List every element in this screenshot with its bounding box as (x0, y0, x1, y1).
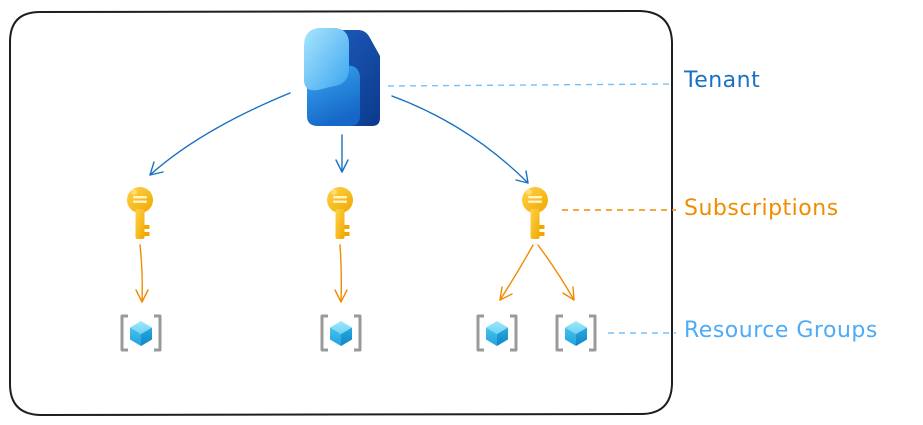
resource-groups-label: Resource Groups (684, 318, 878, 343)
leader-tenant (387, 83, 673, 87)
tenant-icon (304, 28, 380, 126)
subscription-arrows (135, 244, 575, 303)
subscriptions-label: Subscriptions (684, 196, 839, 221)
tenant-to-subscription-3-arrow (391, 95, 529, 184)
resource-group-icon (476, 314, 518, 352)
subscription-key-icon (127, 187, 153, 239)
tenant-to-subscription-1-arrow (149, 92, 291, 176)
subscription-2-to-rg-arrow (339, 244, 343, 303)
subscription-key-icon (522, 187, 548, 239)
tenant-arrows (149, 92, 529, 184)
resource-group-icon (320, 314, 362, 352)
outer-frame (9, 9, 673, 417)
tenant-label: Tenant (684, 68, 761, 93)
subscription-3-to-rg-right-arrow (537, 244, 575, 301)
subscription-3-to-rg-left-arrow (499, 244, 534, 301)
resource-group-icon (555, 314, 597, 352)
resource-group-icon (120, 314, 162, 352)
subscription-key-icon (327, 187, 353, 239)
subscription-1-to-rg-arrow (139, 244, 143, 303)
